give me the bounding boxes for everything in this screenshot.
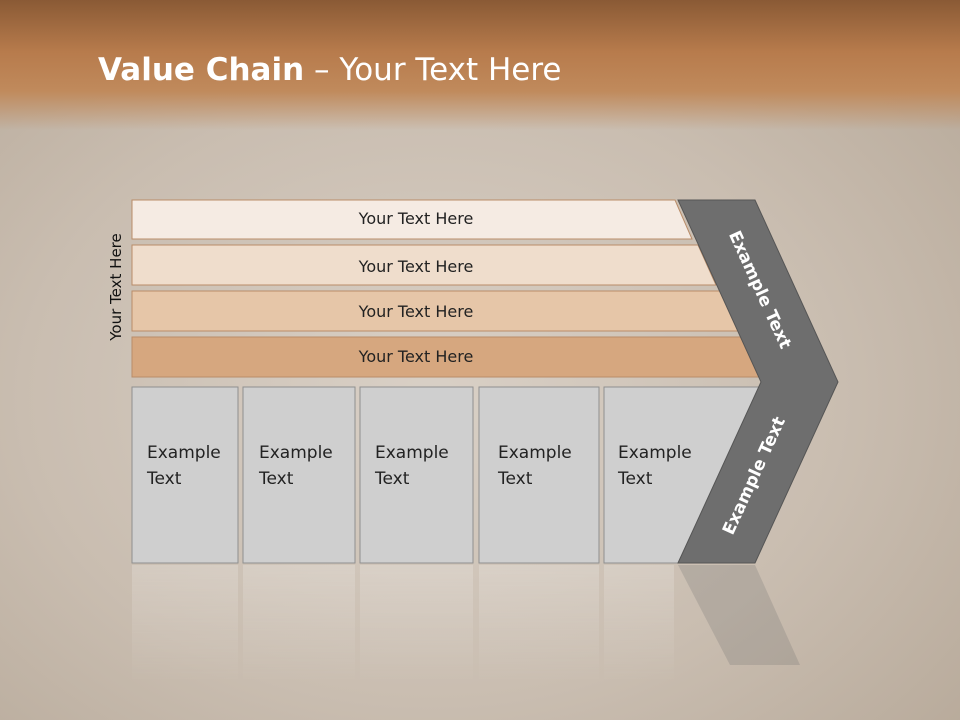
primary-box-3[interactable]: Example Text (359, 386, 474, 564)
support-row-2-label: Your Text Here (358, 257, 474, 276)
slide-title[interactable]: Value Chain – Your Text Here (98, 52, 561, 88)
margin-chevron-shape (677, 199, 839, 564)
primary-box-5-line1: Example (618, 443, 692, 463)
primary-box-4[interactable]: Example Text (478, 386, 600, 564)
support-row-1-shape (131, 199, 693, 240)
support-row-4-label: Your Text Here (358, 347, 474, 366)
primary-box-4-shape (478, 386, 600, 564)
title-bold: Value Chain (98, 52, 305, 88)
primary-box-2[interactable]: Example Text (242, 386, 356, 564)
primary-box-5-line2: Text (617, 469, 653, 489)
primary-box-4-line1: Example (498, 443, 572, 463)
primary-box-3-line1: Example (375, 443, 449, 463)
primary-box-4-line2: Text (497, 469, 533, 489)
primary-box-1-line1: Example (147, 443, 221, 463)
support-row-1[interactable]: Your Text Here (131, 199, 693, 240)
title-bar (0, 0, 960, 130)
primary-box-3-shape (359, 386, 474, 564)
primary-box-1[interactable]: Example Text (131, 386, 239, 564)
support-row-1-label: Your Text Here (358, 209, 474, 228)
primary-box-3-line2: Text (374, 469, 410, 489)
primary-box-2-line2: Text (258, 469, 294, 489)
support-row-3-label: Your Text Here (358, 302, 474, 321)
primary-box-1-line2: Text (146, 469, 182, 489)
primary-box-1-shape (131, 386, 239, 564)
primary-box-2-shape (242, 386, 356, 564)
title-rest: – Your Text Here (304, 52, 562, 88)
support-row-2[interactable]: Your Text Here (131, 244, 717, 286)
diagram-reflection (132, 565, 800, 685)
primary-box-2-line1: Example (259, 443, 333, 463)
primary-box-5[interactable]: Example Text (603, 386, 763, 564)
support-row-2-shape (131, 244, 717, 286)
support-row-4[interactable]: Your Text Here (131, 336, 763, 378)
support-row-3[interactable]: Your Text Here (131, 290, 740, 332)
